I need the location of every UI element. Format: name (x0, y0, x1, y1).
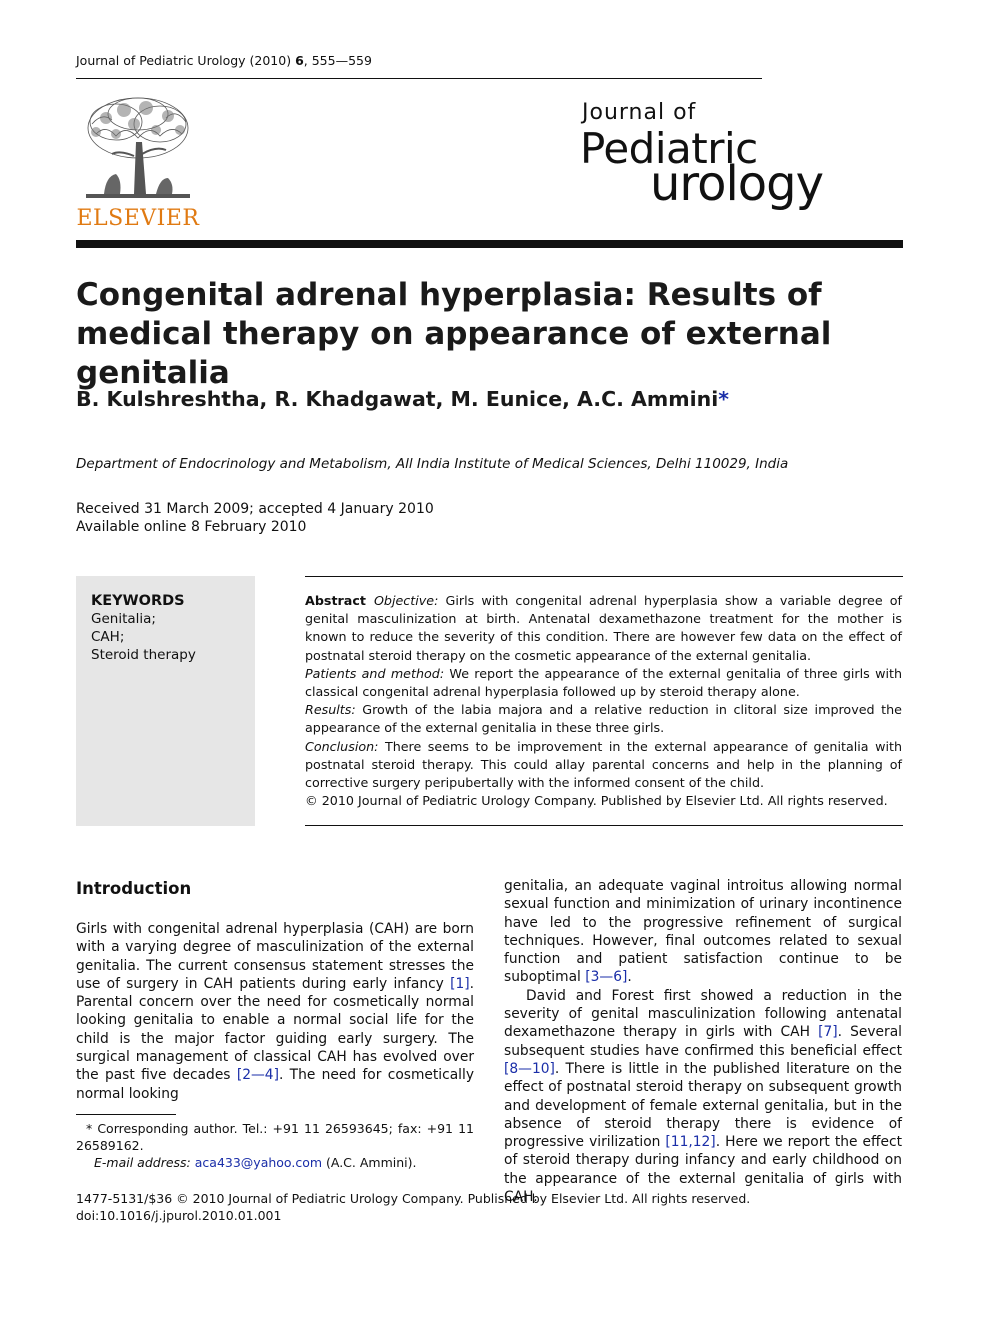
affiliation: Department of Endocrinology and Metaboli… (76, 456, 789, 472)
journal-logo: Journal of Pediatric urology (580, 100, 824, 212)
doi: doi:10.1016/j.jpurol.2010.01.001 (76, 1208, 282, 1223)
running-head: Journal of Pediatric Urology (2010) 6, 5… (76, 53, 372, 68)
citation-link[interactable]: [8—10] (504, 1060, 555, 1077)
title-rule (76, 240, 903, 248)
citation-link[interactable]: [2—4] (236, 1067, 279, 1084)
abstract-label: Abstract (305, 593, 366, 608)
body-column-right: genitalia, an adequate vaginal introitus… (504, 877, 902, 1206)
body-column-left: Girls with congenital adrenal hyperplasi… (76, 920, 474, 1103)
keywords-box: KEYWORDS Genitalia; CAH; Steroid therapy (76, 576, 255, 826)
citation-link[interactable]: [3—6] (585, 969, 628, 986)
abstract-rule-bottom (305, 825, 903, 826)
keywords-title: KEYWORDS (91, 593, 185, 609)
citation-link[interactable]: [11,12] (665, 1134, 716, 1151)
section-heading: Introduction (76, 879, 192, 898)
article-title: Congenital adrenal hyperplasia: Results … (76, 277, 832, 391)
keyword-item: CAH; (91, 629, 125, 645)
citation-link[interactable]: [7] (818, 1024, 838, 1041)
elsevier-tree-logo (76, 94, 200, 232)
publisher-name: ELSEVIER (76, 206, 200, 231)
keyword-item: Steroid therapy (91, 647, 196, 663)
abstract-rule-top (305, 576, 903, 577)
corresponding-author-note: * Corresponding author. Tel.: +91 11 265… (76, 1121, 474, 1153)
received-date: Received 31 March 2009; accepted 4 Janua… (76, 501, 434, 517)
keyword-item: Genitalia; (91, 611, 156, 627)
author-list: B. Kulshreshtha, R. Khadgawat, M. Eunice… (76, 387, 730, 411)
header-rule (76, 78, 762, 79)
paragraph: David and Forest first showed a reductio… (504, 987, 902, 1206)
corresponding-author-link[interactable]: * (718, 387, 730, 411)
paragraph: genitalia, an adequate vaginal introitus… (504, 878, 902, 986)
issn-copyright: 1477-5131/$36 © 2010 Journal of Pediatri… (76, 1191, 751, 1223)
abstract-copyright: © 2010 Journal of Pediatric Urology Comp… (305, 793, 888, 809)
email-link[interactable]: aca433@yahoo.com (194, 1155, 323, 1170)
footnote: * Corresponding author. Tel.: +91 11 265… (76, 1121, 474, 1170)
available-date: Available online 8 February 2010 (76, 519, 307, 535)
article-dates: Received 31 March 2009; accepted 4 Janua… (76, 500, 434, 536)
footnote-rule (76, 1114, 176, 1115)
paragraph: Girls with congenital adrenal hyperplasi… (76, 921, 475, 1102)
citation-link[interactable]: [1] (450, 975, 470, 992)
